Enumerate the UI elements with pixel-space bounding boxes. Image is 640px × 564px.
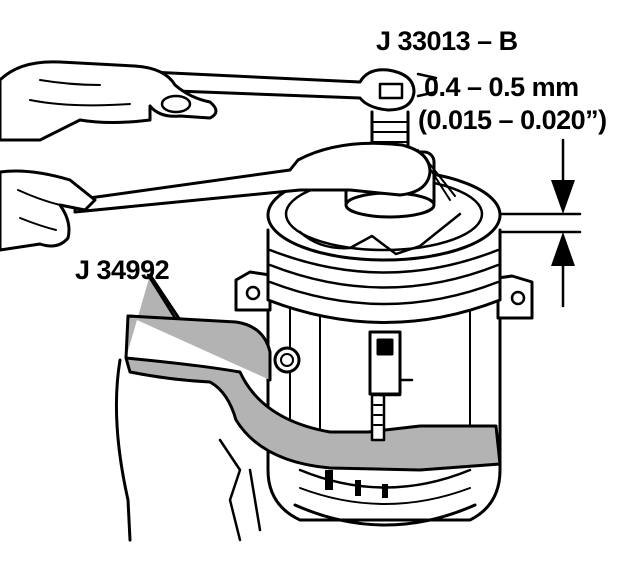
mounting-ear-right bbox=[496, 274, 534, 320]
label-gap-metric: 0.4 – 0.5 mm bbox=[424, 72, 579, 102]
mounting-ear-left bbox=[234, 270, 272, 312]
label-tool-j33013b: J 33013 – B bbox=[376, 26, 518, 56]
leader-line-j34992 bbox=[146, 273, 177, 320]
guide-bolt bbox=[368, 330, 414, 397]
lower-wrench bbox=[73, 141, 432, 214]
label-gap-imperial: (0.015 – 0.020”) bbox=[418, 105, 607, 135]
gap-dimension bbox=[498, 138, 582, 308]
upper-hand bbox=[0, 60, 218, 142]
upper-wrench-j33013b bbox=[148, 68, 438, 112]
engine-stub bbox=[114, 358, 262, 542]
lower-hand bbox=[0, 169, 97, 252]
label-tool-j34992: J 34992 bbox=[75, 255, 170, 285]
